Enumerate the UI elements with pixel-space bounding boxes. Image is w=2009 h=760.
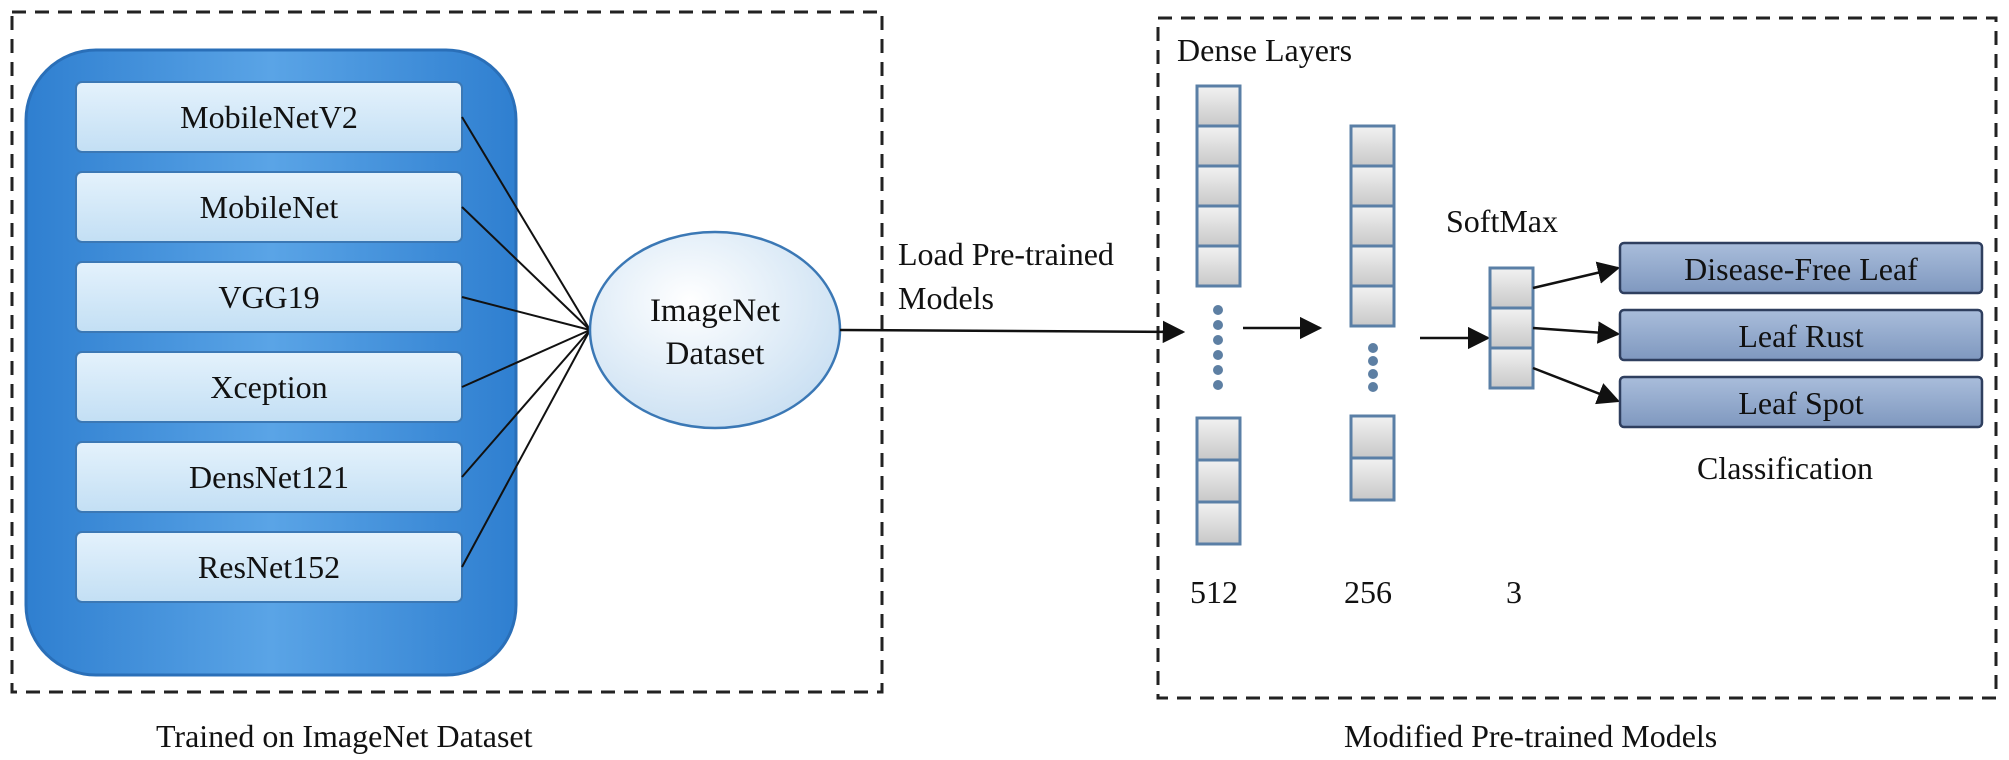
model-label-xception: Xception: [210, 369, 328, 405]
model-label-resnet152: ResNet152: [197, 549, 341, 585]
right-panel-caption: Modified Pre-trained Models: [1344, 718, 1718, 754]
dataset-label-line2: Dataset: [665, 336, 765, 372]
class-arrows: [1532, 261, 1621, 405]
load-models-label-line1: Load Pre-trained: [898, 236, 1114, 272]
load-models-label-line2: Models: [898, 280, 994, 316]
layer-size-256: 256: [1344, 574, 1392, 610]
class-label-leaf-rust: Leaf Rust: [1738, 318, 1864, 354]
classification-label: Classification: [1697, 450, 1873, 486]
load-models-arrow: [839, 320, 1186, 344]
layer-size-3: 3: [1506, 574, 1522, 610]
dense-layer-256: [1349, 124, 1396, 502]
right-panel-border: [1156, 16, 1998, 700]
model-label-mobilenetv2: MobileNetV2: [180, 99, 358, 135]
softmax-layer: [1488, 266, 1535, 390]
dense-layer-512: [1195, 84, 1242, 546]
class-label-leaf-spot: Leaf Spot: [1738, 385, 1864, 421]
dense-layer-256-dots: [1368, 343, 1378, 392]
model-connections: [461, 116, 591, 568]
layer-size-512: 512: [1190, 574, 1238, 610]
model-label-mobilenet: MobileNet: [199, 189, 339, 225]
dataset-label-line1: ImageNet: [649, 293, 781, 329]
softmax-title: SoftMax: [1446, 203, 1558, 239]
left-panel-caption: Trained on ImageNet Dataset: [156, 718, 533, 754]
model-label-vgg19: VGG19: [218, 279, 320, 315]
model-label-densnet121: DensNet121: [189, 459, 349, 495]
class-label-disease-free: Disease-Free Leaf: [1684, 251, 1918, 287]
dense-layer-512-dots: [1213, 305, 1223, 390]
class-boxes: [1618, 241, 1984, 429]
left-panel-border: [10, 10, 884, 694]
model-boxes: [75, 81, 463, 603]
dense-layers-title: Dense Layers: [1177, 32, 1353, 68]
